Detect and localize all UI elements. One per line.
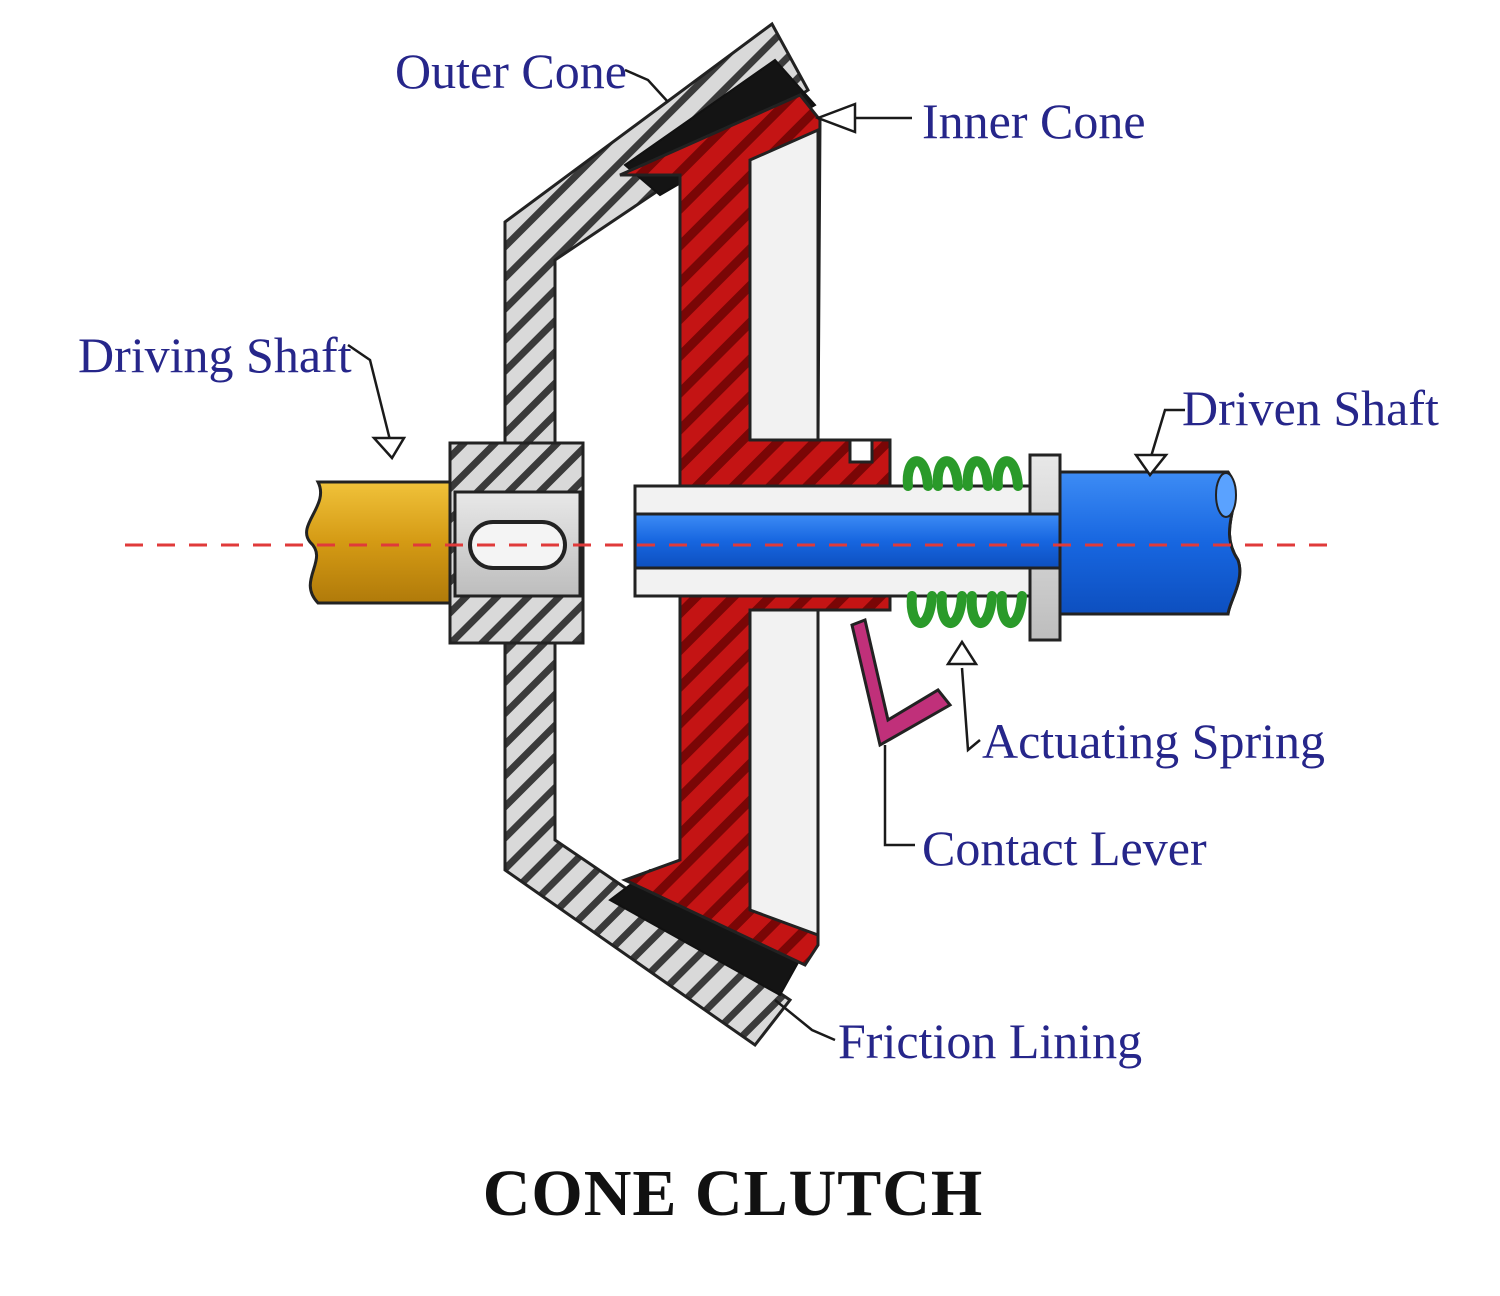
label-driving-shaft: Driving Shaft: [78, 327, 352, 383]
label-outer-cone: Outer Cone: [395, 43, 627, 99]
label-contact-lever: Contact Lever: [922, 820, 1207, 876]
label-inner-cone: Inner Cone: [922, 93, 1146, 149]
actuating-spring: [902, 456, 1027, 628]
driving-shaft: [305, 480, 454, 605]
arrowheads: [371, 102, 1169, 666]
driven-shaft: [633, 453, 1242, 642]
leader-lines: [347, 68, 1185, 1042]
contact-lever: [850, 617, 953, 748]
diagram-title: CONE CLUTCH: [483, 1157, 984, 1230]
label-friction-lining: Friction Lining: [838, 1013, 1142, 1069]
label-driven-shaft: Driven Shaft: [1182, 380, 1439, 436]
label-actuating-spring: Actuating Spring: [982, 713, 1325, 769]
